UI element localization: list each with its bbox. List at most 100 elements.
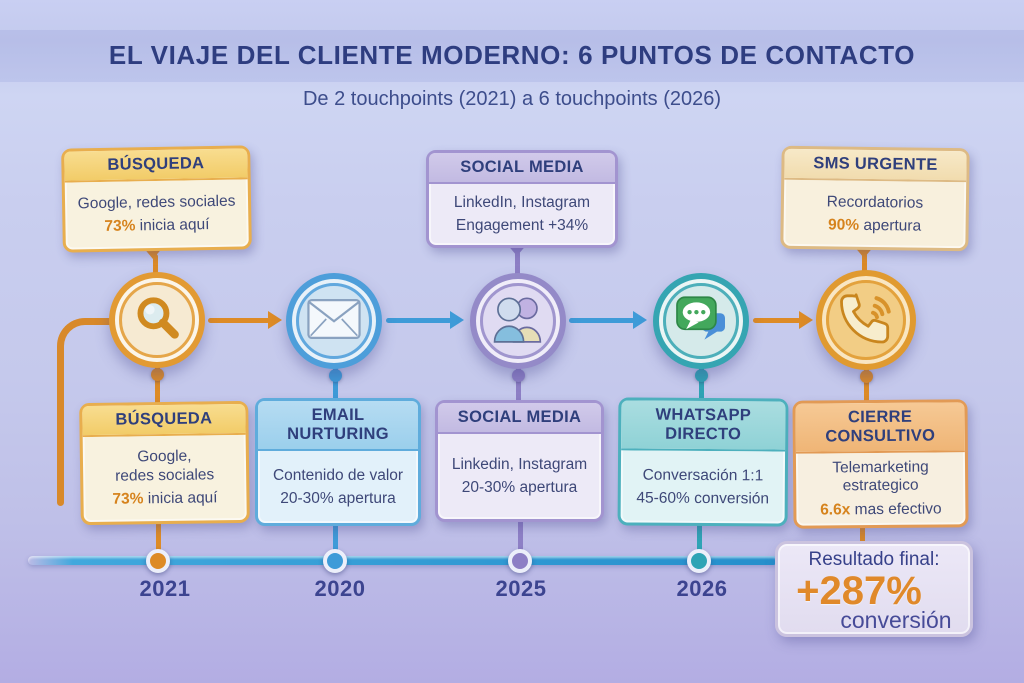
card-line: 20-30% apertura [461,479,578,497]
year-label-2026: 2026 [676,576,728,601]
card-line: Contenido de valor [272,466,404,484]
card-title: SMS URGENTE [784,148,967,183]
timeline-bar [28,556,778,565]
arrow-right-icon [633,311,647,329]
card-title: EMAIL NURTURING [258,401,418,451]
card-line: Linkedin, Instagram [451,456,588,474]
connector-vertical [156,516,161,558]
card-line: Recordatorios [826,192,924,212]
connector-ball [695,369,708,382]
result-card: Resultado final: +287% conversión [775,541,973,637]
connector-ball [151,368,164,381]
stat-value: 73% [104,217,136,236]
connector-vertical [697,518,702,558]
card-line: 6.6x mas efectivo [801,499,960,520]
card-body: Contenido de valor 20-30% apertura [258,451,418,523]
card-line: LinkedIn, Instagram [453,194,591,212]
stat-text: mas efectivo [850,500,942,519]
timeline-dot-2025 [508,549,532,573]
page-subtitle: De 2 touchpoints (2021) a 6 touchpoints … [302,88,722,110]
card-line: 45-60% conversión [636,489,770,508]
stat-text: inicia aquí [143,489,218,508]
card-busqueda: BÚSQUEDA Google,redes sociales 73% inici… [79,400,250,526]
chat-icon [674,295,728,348]
timeline-dot-2020 [323,549,347,573]
loop-connector [57,318,118,383]
card-title: BÚSQUEDA [64,148,248,183]
node-telemarketing [816,270,916,370]
card-line: Google,redes sociales [115,447,215,485]
page-title: EL VIAJE DEL CLIENTE MODERNO: 6 PUNTOS D… [108,40,916,70]
connector-ball [512,369,525,382]
connector-vertical [699,367,704,401]
timeline-dot-2026 [687,549,711,573]
connector-vertical [860,520,865,544]
card-body: Recordatorios 90% apertura [783,180,966,249]
stat-text: inicia aquí [135,216,210,235]
stat-value: 90% [827,216,860,234]
result-unit: conversión [840,607,952,633]
people-icon [490,295,546,348]
result-label: Resultado final: [808,549,940,570]
title-band [0,30,1024,82]
card-title: BÚSQUEDA [82,403,246,438]
arrow-right-icon [450,311,464,329]
connector-vertical [518,514,523,558]
year-label-2025: 2025 [495,576,547,601]
connector-vertical [153,254,158,278]
card-whatsapp-directo: WHATSAPP DIRECTO Conversación 1:1 45-60%… [617,397,789,527]
connector-ball [329,369,342,382]
envelope-icon [307,298,361,344]
connector-horizontal [208,318,270,323]
card-line: Google, redes sociales [77,192,236,213]
top-card-social-media: SOCIAL MEDIA LinkedIn, Instagram Engagem… [426,150,618,248]
card-title: WHATSAPP DIRECTO [621,400,786,452]
node-social-media [470,273,566,369]
connector-vertical [864,368,869,404]
top-card-sms-urgente: SMS URGENTE Recordatorios 90% apertura [780,145,970,252]
card-title: SOCIAL MEDIA [438,403,601,434]
card-body: Linkedin, Instagram 20-30% apertura [438,434,601,519]
connector-horizontal [753,318,801,323]
card-body: Conversación 1:1 45-60% conversión [621,450,785,523]
card-line: 90% apertura [788,215,960,237]
connector-ball [860,370,873,383]
top-card-busqueda: BÚSQUEDA Google, redes sociales 73% inic… [61,145,252,253]
node-busqueda [109,272,205,368]
card-line: Engagement +34% [455,217,589,235]
connector-vertical [862,253,867,275]
connector-vertical [333,518,338,558]
card-body: Google, redes sociales 73% inicia aquí [65,179,249,249]
result-value: +287% [796,569,922,613]
arrow-right-icon [799,311,813,329]
card-social-media: SOCIAL MEDIA Linkedin, Instagram 20-30% … [435,400,604,522]
year-label-2021: 2021 [139,576,191,601]
card-body: LinkedIn, Instagram Engagement +34% [429,184,615,245]
card-line: 20-30% apertura [280,489,396,507]
card-line: 73% inicia aquí [70,215,243,237]
connector-vertical [155,366,160,406]
timeline-dot-2021 [146,549,170,573]
connector-vertical [333,367,338,401]
card-title: SOCIAL MEDIA [429,153,615,184]
connector-horizontal [386,318,452,323]
card-body: Google,redes sociales 73% inicia aquí [83,435,247,522]
card-title: CIERRE CONSULTIVO [795,402,965,454]
stat-value: 73% [112,490,144,509]
year-label-2020: 2020 [314,576,366,601]
card-line: 73% inicia aquí [88,488,241,510]
node-email [286,273,382,369]
connector-horizontal [569,318,635,323]
node-whatsapp [653,273,749,369]
arrow-right-icon [268,311,282,329]
stat-text: apertura [858,216,922,235]
connector-vertical [515,251,520,277]
search-icon [131,292,183,349]
phone-icon [838,290,894,351]
connector-vertical [516,367,521,403]
card-email-nurturing: EMAIL NURTURING Contenido de valor 20-30… [255,398,421,526]
